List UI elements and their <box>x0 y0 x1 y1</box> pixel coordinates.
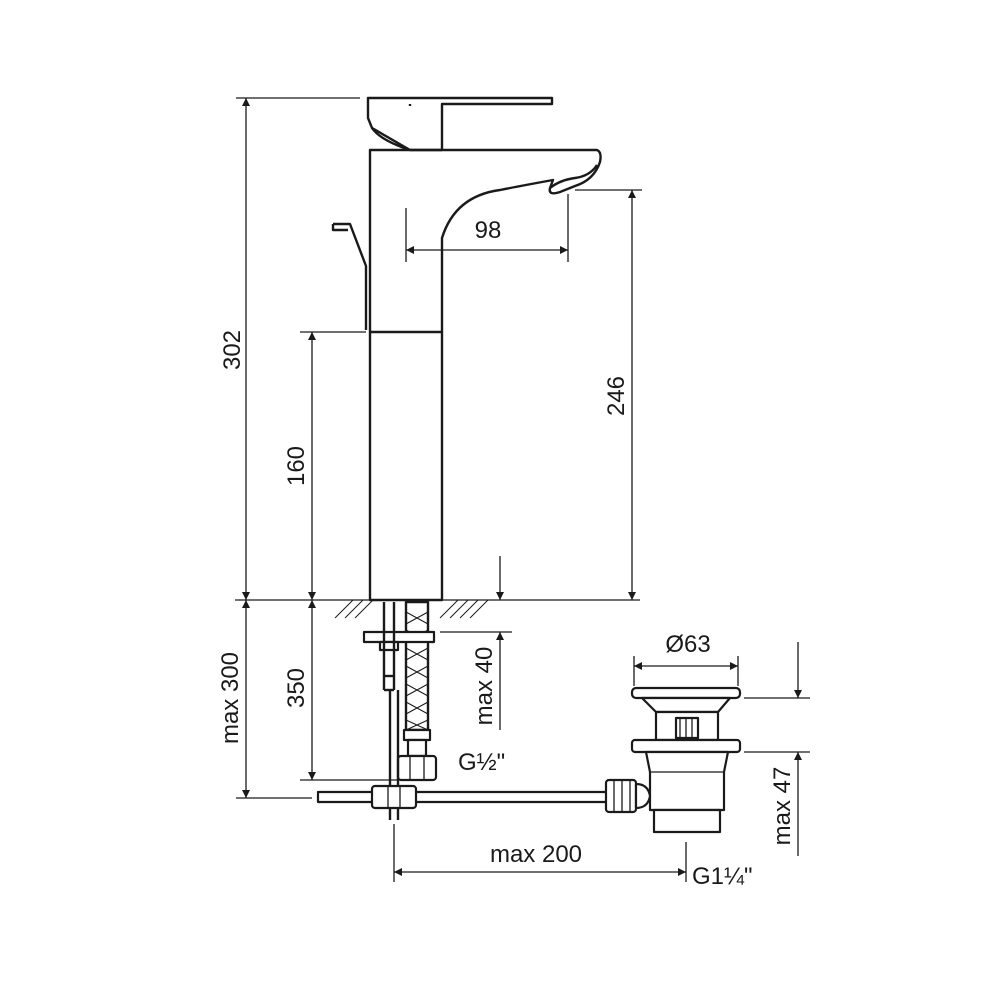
dim-max-waste-height: max 47 <box>769 767 796 846</box>
dimension-lines <box>236 97 810 882</box>
dim-waste-connection: G1¼" <box>692 863 753 890</box>
pop-up-rod <box>333 222 368 330</box>
spout <box>368 148 602 602</box>
dim-max-counter-thickness: max 40 <box>471 647 498 726</box>
dim-max-rod-length: max 200 <box>490 841 582 868</box>
countertop <box>235 599 640 633</box>
dim-total-height: 302 <box>219 330 246 370</box>
dim-waste-diameter: Ø63 <box>665 631 710 658</box>
lever-handle <box>366 96 554 152</box>
supply-hoses <box>362 600 438 820</box>
waste-valve <box>604 686 742 834</box>
dim-hose-length: 350 <box>283 668 310 708</box>
dim-spout-height: 246 <box>603 376 630 416</box>
dim-water-connection: G½" <box>458 749 505 776</box>
pop-up-linkage <box>316 784 612 810</box>
faucet-body <box>331 96 602 602</box>
dim-spout-reach: 98 <box>475 217 502 244</box>
dim-body-height: 160 <box>283 446 310 486</box>
dim-max-below-counter: max 300 <box>217 652 244 744</box>
